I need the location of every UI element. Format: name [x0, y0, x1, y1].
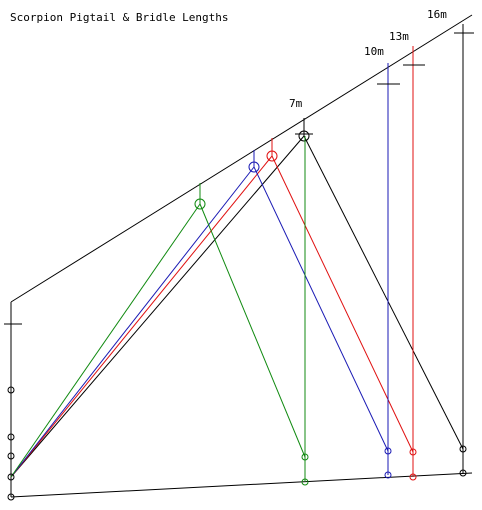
bridle-black-front	[10, 135, 305, 478]
ring-green	[194, 198, 206, 210]
node-le-5	[7, 493, 15, 501]
ring-blue	[248, 161, 260, 173]
bridle-green	[10, 136, 309, 486]
bridle-red	[10, 46, 425, 481]
diagram-title: Scorpion Pigtail & Bridle Lengths	[10, 11, 229, 24]
node-blue-bottom	[384, 471, 392, 479]
node-le-3	[7, 452, 15, 460]
node-black-bottom	[459, 469, 467, 477]
node-le-1	[7, 386, 15, 394]
leading-edge-nodes	[7, 386, 15, 501]
ring-black	[298, 130, 310, 142]
node-green-bottom	[301, 478, 309, 486]
node-red-bottom	[409, 473, 417, 481]
bridle-blue-front	[10, 166, 255, 478]
kite-top-edge	[10, 14, 473, 303]
node-black-rear	[459, 445, 467, 453]
node-green-rear	[301, 453, 309, 461]
bridle-green-rear	[199, 203, 306, 458]
bridle-black	[10, 24, 474, 478]
kite-outline	[4, 14, 473, 498]
node-le-4	[7, 473, 15, 481]
length-label-16m: 16m	[427, 8, 447, 21]
bridle-red-front	[10, 155, 273, 478]
bridle-red-rear	[271, 155, 414, 453]
ring-red	[266, 150, 278, 162]
kite-bottom-edge	[10, 472, 473, 498]
bridle-blue-rear	[253, 166, 389, 452]
length-label-10m: 10m	[364, 45, 384, 58]
length-label-13m: 13m	[389, 30, 409, 43]
node-le-2	[7, 433, 15, 441]
length-label-7m: 7m	[289, 97, 303, 110]
node-red-rear	[409, 448, 417, 456]
bridle-green-front	[10, 203, 201, 478]
bridle-blue	[10, 63, 400, 479]
node-blue-rear	[384, 447, 392, 455]
bridle-black-rear	[303, 135, 464, 450]
